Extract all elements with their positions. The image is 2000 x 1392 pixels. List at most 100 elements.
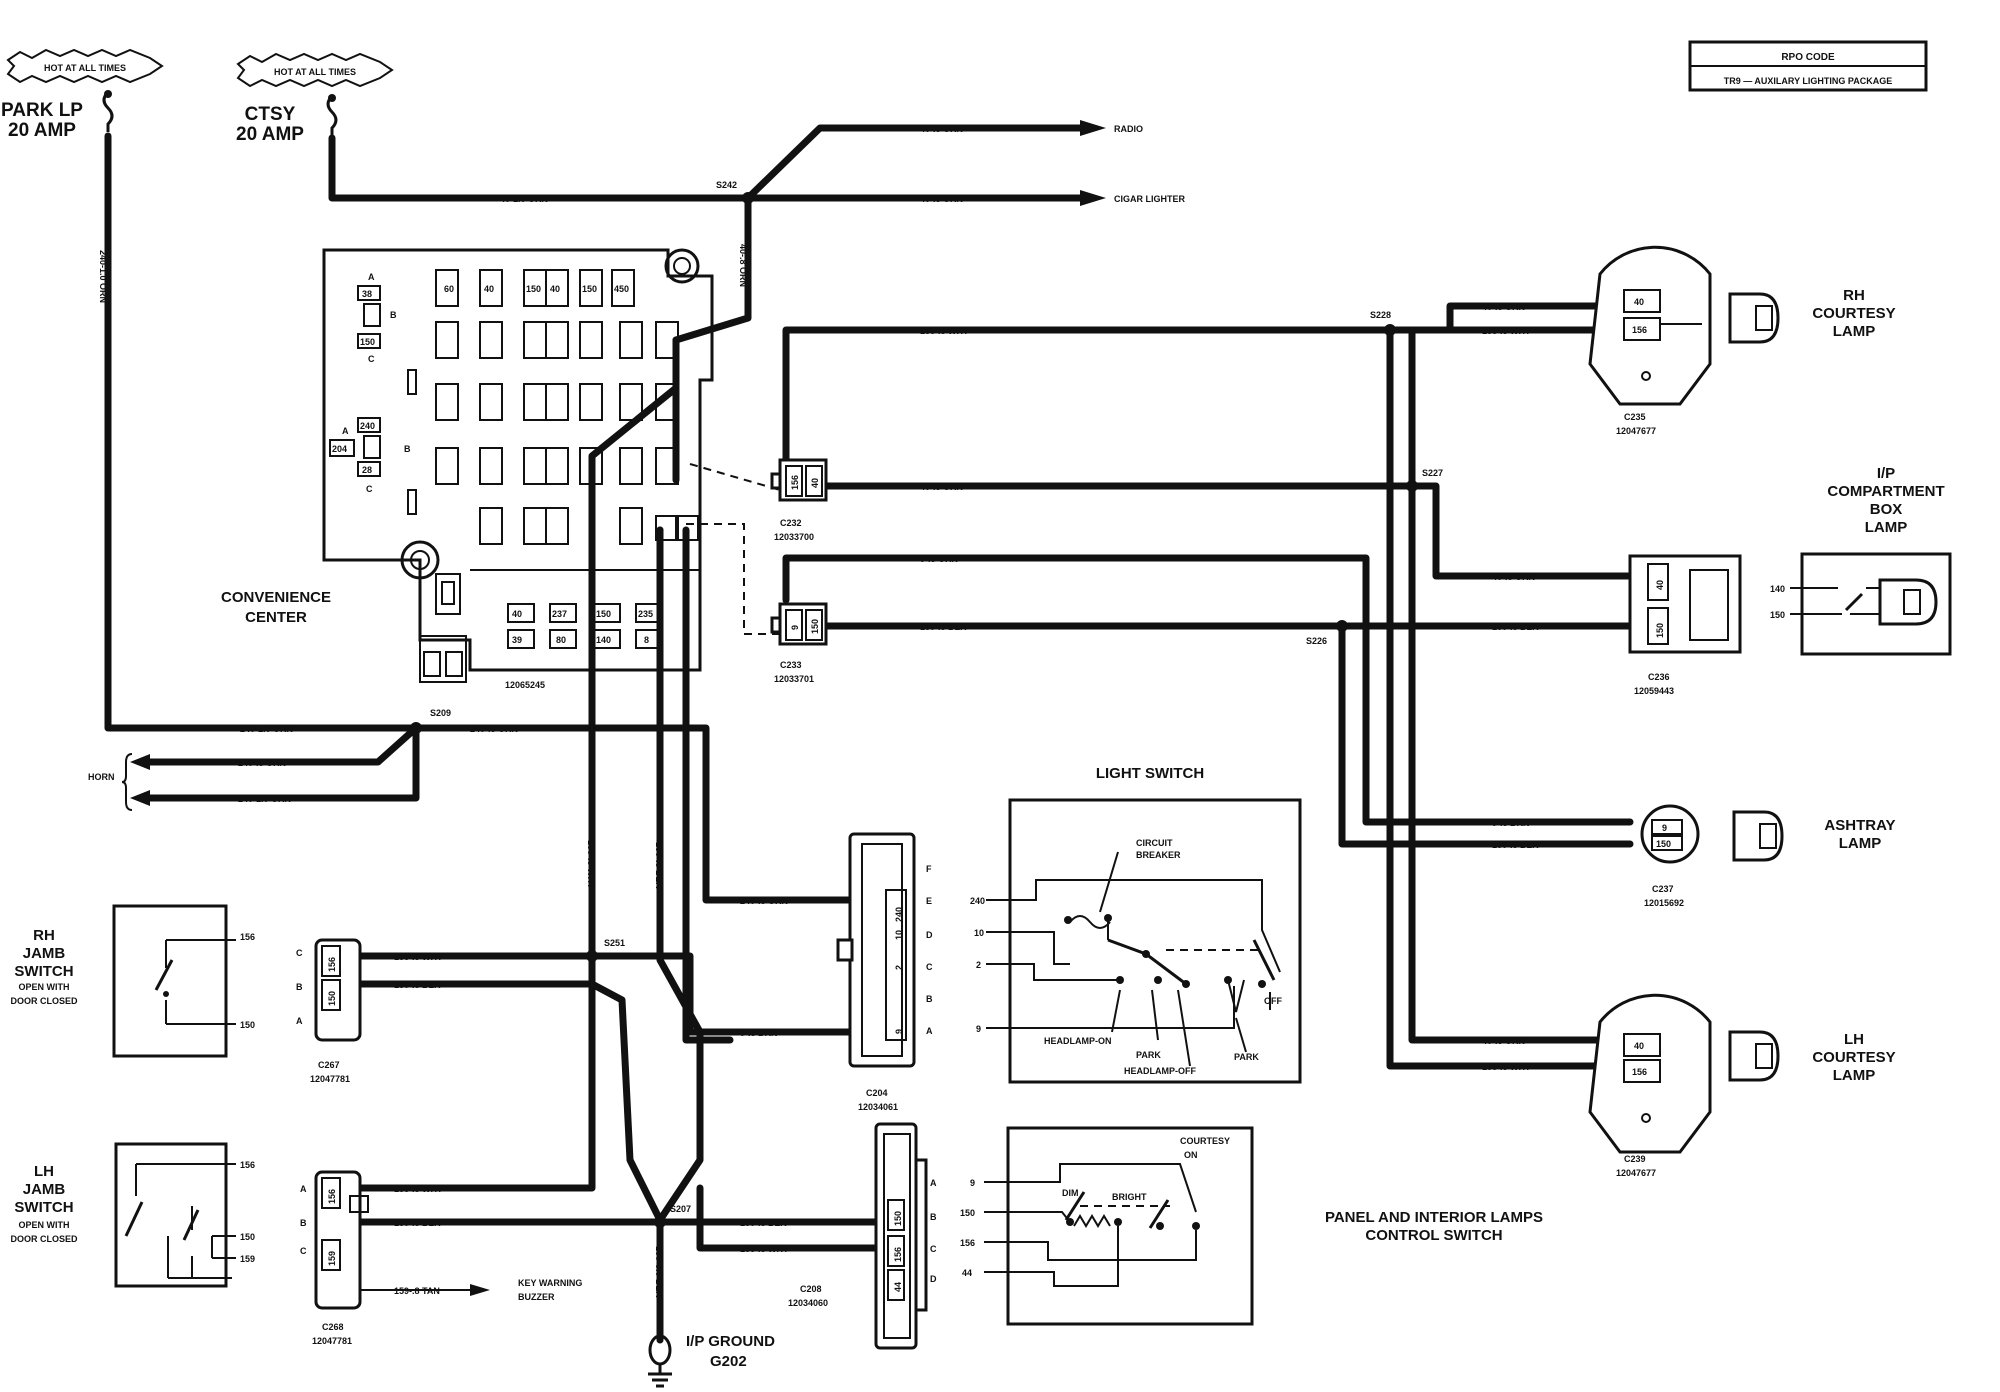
c267-pin-150: 150 (327, 991, 337, 1006)
lhjamb-pin-159: 159 (240, 1254, 255, 1264)
c268-label: C268 (322, 1322, 344, 1332)
c268-pin-156: 156 (327, 1189, 337, 1204)
convenience-center: 60 40 150 40 150 450 38 150 A B C 240 20… (221, 248, 714, 690)
cc-pin-a1: A (368, 272, 375, 282)
cc-pin-top-1: 40 (484, 284, 494, 294)
cc-pin-top-4: 150 (582, 284, 597, 294)
cc-pin-c1: C (368, 354, 375, 364)
lhjamb-l1: LH (34, 1163, 54, 1180)
c204-letter-a: A (926, 1026, 933, 1036)
c237-pn: 12015692 (1644, 898, 1684, 908)
cc-pin-b1: B (390, 310, 397, 320)
connector-c208: 150 156 44 A B C D C208 12034060 (788, 1122, 937, 1350)
wire-radio: 40-.8 ORN (920, 124, 963, 134)
ip-lamp-l3: BOX (1870, 501, 1903, 518)
c233-label: C233 (780, 660, 802, 670)
wire-rhjamb-150: 150-.8 BLK (394, 980, 441, 990)
c268-pin-159: 159 (327, 1251, 337, 1266)
ls-cb-2: BREAKER (1136, 850, 1181, 860)
cc-pin-top-3: 40 (550, 284, 560, 294)
wire-ash-9: 9-.8 BRN (1492, 818, 1530, 828)
ls-pin-2: 2 (976, 960, 981, 970)
rhjamb-l5: DOOR CLOSED (10, 996, 78, 1006)
connector-c233: 9 150 C233 12033701 (770, 602, 828, 684)
lh-courtesy-lamp: 40 156 C239 12047677 LH COURTESY LAMP (1588, 993, 1896, 1178)
c208-pn: 12034060 (788, 1298, 828, 1308)
wire-park-vert: 240-1.0 ORN (98, 250, 108, 303)
fuse-ctsy-hot: HOT AT ALL TIMES (274, 67, 356, 77)
cc-pin-top-2: 150 (526, 284, 541, 294)
c208-letter-d: D (930, 1274, 937, 1284)
rpo-row: TR9 — AUXILARY LIGHTING PACKAGE (1724, 76, 1893, 86)
ps-title-1: PANEL AND INTERIOR LAMPS (1325, 1209, 1543, 1226)
wire-9-orn: 9-.8 ORN (920, 554, 958, 564)
ls-park1: PARK (1136, 1050, 1161, 1060)
ls-park2: PARK (1234, 1052, 1259, 1062)
lhjamb-pin-150: 150 (240, 1232, 255, 1242)
rh-courtesy-lamp: 40 156 C235 12047677 RH COURTESY LAMP (1588, 245, 1896, 436)
ps-pin-9: 9 (970, 1178, 975, 1188)
ip-sw-pin-150: 150 (1770, 610, 1785, 620)
wire-150-vert: 150-.8 BLK (654, 842, 664, 889)
rpo-code-box: RPO CODE TR9 — AUXILARY LIGHTING PACKAGE (1688, 40, 1928, 92)
cc-pin-top-0: 60 (444, 284, 454, 294)
fuse-park: HOT AT ALL TIMES PARK LP 20 AMP (1, 48, 164, 141)
wire-c204-9: 9-.8 BRN (740, 1028, 778, 1038)
ash-pin-150: 150 (1656, 839, 1671, 849)
rhjamb-pin-156: 156 (240, 932, 255, 942)
cc-pin-28: 28 (362, 465, 372, 475)
cc-title-2: CENTER (245, 609, 307, 626)
c268-a: A (300, 1184, 307, 1194)
c232-label: C232 (780, 518, 802, 528)
ls-title: LIGHT SWITCH (1096, 765, 1204, 782)
fuse-park-name: PARK LP (1, 100, 83, 121)
middle-wires: 156-.8 WHT 150-.8 BLK S251 156-.8 WHT 15… (356, 840, 880, 1388)
cc-pin-b2: B (404, 444, 411, 454)
c208-pin-156: 156 (893, 1247, 903, 1262)
wire-s242-down: 40-.8 ORN (738, 244, 748, 287)
c204-letter-f: F (926, 864, 932, 874)
dest-cig: CIGAR LIGHTER (1114, 194, 1185, 204)
ps-dim: DIM (1062, 1188, 1079, 1198)
c208-pin-150: 150 (893, 1211, 903, 1226)
wire-lh-156: 156-.8 WHT (1482, 1062, 1531, 1072)
c204-pin-10: 10 (894, 930, 904, 940)
c268-b: B (300, 1218, 307, 1228)
ls-pin-240: 240 (970, 896, 985, 906)
ip-lamp-l2: COMPARTMENT (1827, 483, 1944, 500)
c233-pn: 12033701 (774, 674, 814, 684)
wire-horn-2: 240-1.0 ORN (238, 794, 291, 804)
wire-lhjamb-150: 150-.5 BLK (394, 1218, 441, 1228)
cc-pin-235: 235 (638, 609, 653, 619)
rh-jamb-switch: 156 150 RH JAMB SWITCH OPEN WITH DOOR CL… (10, 904, 255, 1058)
splice-s228: S228 (1370, 310, 1391, 320)
c267-pin-156: 156 (327, 957, 337, 972)
c267-a: A (296, 1016, 303, 1026)
wire-rh-40: 40-.8 ORN (1482, 302, 1525, 312)
ip-pin-150: 150 (1655, 623, 1665, 638)
cc-pin-d1: A (342, 426, 349, 436)
ashtray-lamp: 9 150 C237 12015692 ASHTRAY LAMP (1640, 804, 1896, 908)
splice-s207: S207 (670, 1204, 691, 1214)
ls-pin-10: 10 (974, 928, 984, 938)
c208-label: C208 (800, 1284, 822, 1294)
s209-area: S209 240-1.0 ORN 240-.8 ORN 240-.8 ORN 2… (88, 708, 854, 904)
lhjamb-l4: OPEN WITH (19, 1220, 70, 1230)
ls-headlamp-off: HEADLAMP-OFF (1124, 1066, 1196, 1076)
ps-courtesy-2: ON (1184, 1150, 1198, 1160)
ground-l2: G202 (710, 1353, 747, 1370)
fuse-slots (407, 269, 699, 545)
rh-lamp-l1: RH (1843, 287, 1865, 304)
rhjamb-l3: SWITCH (14, 963, 73, 980)
ip-lamp-l1: I/P (1877, 465, 1895, 482)
cc-pin-top-5: 450 (614, 284, 629, 294)
connector-c232: 156 40 C232 12033700 (770, 458, 828, 542)
ground-l1: I/P GROUND (686, 1333, 775, 1350)
wire-156-top: 156-.8 WHT (920, 326, 969, 336)
wire-c204-240: 240-.8 ORN (740, 896, 788, 906)
ps-pin-150: 150 (960, 1208, 975, 1218)
ip-pin-40: 40 (1655, 580, 1665, 590)
wire-rhjamb-156: 156-.8 WHT (394, 952, 443, 962)
wire-lh-40: 40-.8 ORN (1482, 1036, 1525, 1046)
c267-label: C267 (318, 1060, 340, 1070)
